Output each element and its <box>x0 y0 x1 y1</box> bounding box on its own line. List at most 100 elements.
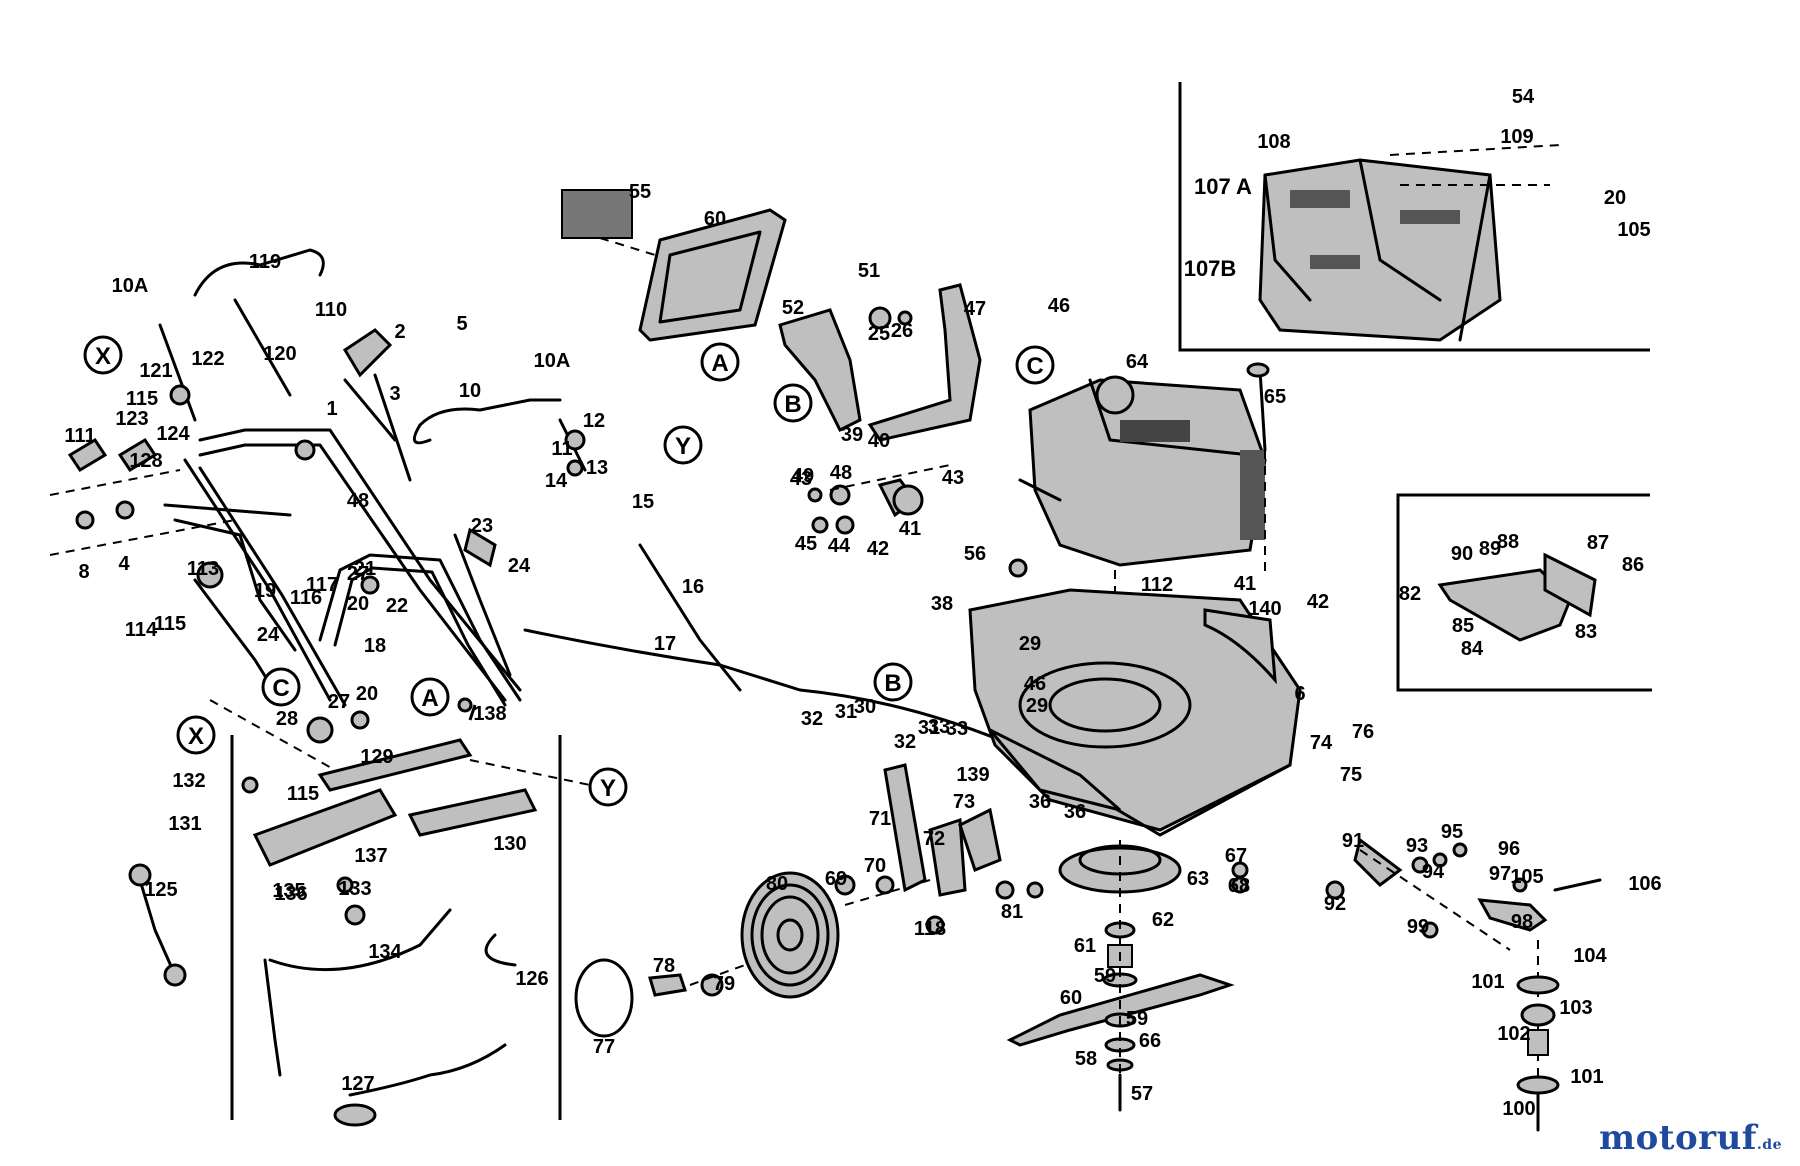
part-label: 93 <box>1406 835 1428 857</box>
part-label: 76 <box>1352 721 1374 743</box>
part-label: 66 <box>1139 1030 1161 1052</box>
part-label: 97 <box>1489 863 1511 885</box>
part-label: 65 <box>1264 386 1286 408</box>
part-label: 48 <box>347 490 369 512</box>
part-label: 99 <box>1407 916 1429 938</box>
part-label: 54 <box>1512 86 1535 108</box>
part-label: 77 <box>593 1036 615 1058</box>
part-label: 14 <box>545 470 568 492</box>
svg-text:Y: Y <box>600 775 616 802</box>
part-label: 133 <box>338 878 371 900</box>
part-label: 20 <box>1604 187 1626 209</box>
cable-assembly <box>523 418 1002 742</box>
part-label: 111 <box>64 425 95 447</box>
svg-text:C: C <box>272 675 289 702</box>
watermark: motoruf.de <box>1599 1118 1782 1158</box>
part-label: 17 <box>654 633 676 655</box>
part-label: 42 <box>1307 591 1329 613</box>
part-label: 45 <box>795 533 817 555</box>
part-label: 16 <box>682 576 704 598</box>
part-label: 79 <box>713 973 735 995</box>
callout-Y-bottom: Y <box>588 767 628 807</box>
part-label: 120 <box>263 343 296 365</box>
part-label: 20 <box>347 593 369 615</box>
part-label: 131 <box>168 813 201 835</box>
part-label: 55 <box>629 181 651 203</box>
engine <box>1018 362 1270 820</box>
part-label: 81 <box>1001 901 1023 923</box>
inset-mulch-plate <box>1396 493 1652 692</box>
part-label: 21 <box>354 558 376 580</box>
part-label: 127 <box>341 1073 374 1095</box>
part-label: 98 <box>1511 911 1533 933</box>
part-label: 123 <box>115 408 148 430</box>
part-number-labels: 12345681010A10A1112131415161718192020202… <box>64 86 1661 1120</box>
inset-electrics <box>230 735 562 1120</box>
part-label: 6 <box>1294 683 1305 705</box>
part-label: 108 <box>1257 131 1290 153</box>
part-label: 109 <box>1500 126 1533 148</box>
part-label: 115 <box>287 783 319 805</box>
part-label: 75 <box>1340 764 1362 786</box>
part-label: 12 <box>583 410 605 432</box>
part-label: 52 <box>782 297 804 319</box>
part-label: 132 <box>172 770 205 792</box>
part-label: 2 <box>394 321 405 343</box>
part-label: 138 <box>473 703 506 725</box>
part-label: 78 <box>653 955 675 977</box>
part-label: 80 <box>766 873 788 895</box>
svg-text:X: X <box>95 343 111 370</box>
callout-X-top: X <box>83 335 123 375</box>
part-label: 42 <box>867 538 889 560</box>
part-label: 90 <box>1451 543 1473 565</box>
part-label: 72 <box>923 828 945 850</box>
part-label: 91 <box>1342 830 1364 852</box>
svg-text:A: A <box>711 350 728 377</box>
part-label: 30 <box>854 696 876 718</box>
part-label: 82 <box>1399 583 1421 605</box>
part-label: 49 <box>792 465 814 487</box>
part-label: 104 <box>1573 945 1607 967</box>
part-label: 36 <box>1029 791 1051 813</box>
svg-text:X: X <box>188 723 204 750</box>
watermark-brand: motoruf <box>1599 1118 1757 1158</box>
part-label: 125 <box>144 879 177 901</box>
part-label: 19 <box>254 580 276 602</box>
handle-assembly <box>49 248 562 744</box>
part-label: 59 <box>1094 965 1116 987</box>
part-label: 47 <box>964 298 986 320</box>
part-label: 28 <box>276 708 298 730</box>
part-label: 124 <box>156 423 190 445</box>
svg-text:Y: Y <box>675 433 691 460</box>
part-label: 3 <box>389 383 400 405</box>
part-label: 84 <box>1461 638 1484 660</box>
part-label: 29 <box>1026 695 1048 717</box>
callout-B-bottom: B <box>873 662 913 702</box>
part-label: 4 <box>118 553 130 575</box>
part-label: 107B <box>1184 256 1237 281</box>
part-label: 25 <box>868 323 890 345</box>
part-label: 105 <box>1510 866 1543 888</box>
part-label: 96 <box>1498 838 1520 860</box>
part-label: 113 <box>187 558 219 580</box>
svg-text:B: B <box>884 670 901 697</box>
part-label: 86 <box>1622 554 1644 576</box>
part-label: 137 <box>354 845 387 867</box>
part-label: 43 <box>942 467 964 489</box>
part-label: 51 <box>858 260 880 282</box>
part-label: 33 <box>946 718 968 740</box>
switch-box <box>128 697 591 1127</box>
callout-A-bottom: A <box>410 677 450 717</box>
clutch-parts <box>1325 837 1602 1132</box>
part-label: 23 <box>471 515 493 537</box>
part-label: 29 <box>1019 633 1041 655</box>
part-label: 22 <box>386 595 408 617</box>
rear-flap <box>561 189 787 342</box>
part-label: 48 <box>830 462 852 484</box>
part-label: 32 <box>894 731 916 753</box>
part-label: 103 <box>1559 997 1592 1019</box>
svg-text:A: A <box>421 685 438 712</box>
part-label: 105 <box>1617 219 1650 241</box>
part-label: 31 <box>835 701 857 723</box>
part-label: 135 <box>272 880 305 902</box>
